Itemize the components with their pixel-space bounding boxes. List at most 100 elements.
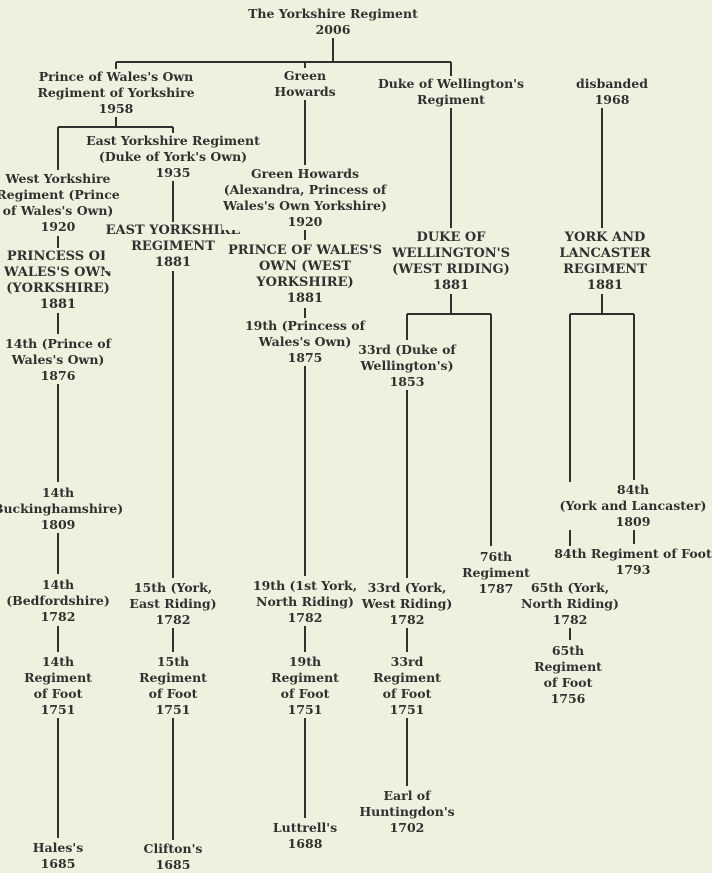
node-15th-regiment-of-foot: 15th Regiment of Foot 1751 — [138, 654, 208, 718]
node-line: 1756 — [550, 691, 586, 706]
node-line: 1875 — [287, 350, 323, 365]
node-disbanded: disbanded 1968 — [575, 76, 649, 108]
node-line: 1702 — [389, 820, 425, 835]
node-earl-of-huntingdons: Earl of Huntingdon's 1702 — [358, 788, 456, 836]
node-line: 14th — [41, 577, 75, 592]
node-line: 1935 — [155, 165, 191, 180]
node-65th-regiment-of-foot: 65th Regiment of Foot 1756 — [533, 643, 603, 707]
node-line: 19th (1st York, — [252, 578, 358, 593]
node-line: Howards — [274, 84, 336, 99]
node-line: 1881 — [586, 278, 624, 293]
node-line: YORK AND — [564, 230, 646, 245]
node-line: 1881 — [39, 297, 77, 312]
node-line: REGIMENT — [563, 262, 647, 277]
node-yorkshire-regiment: The Yorkshire Regiment 2006 — [247, 6, 419, 38]
node-line: Wellington's) — [360, 358, 454, 373]
node-line: 1782 — [287, 610, 323, 625]
node-line: 1793 — [615, 562, 651, 577]
node-line: 14th (Prince of — [5, 336, 111, 351]
node-line: 1751 — [155, 702, 191, 717]
node-line: The Yorkshire Regiment — [248, 6, 418, 21]
node-76th-regiment: 76th Regiment 1787 — [461, 549, 531, 597]
node-line: 1920 — [40, 219, 76, 234]
node-line: North Riding) — [256, 594, 354, 609]
node-19th-regiment-of-foot: 19th Regiment of Foot 1751 — [270, 654, 340, 718]
node-line: Green Howards — [251, 166, 359, 181]
node-line: 19th — [288, 654, 322, 669]
node-65th-york-north-riding: 65th (York, North Riding) 1782 — [520, 580, 620, 628]
node-line: 33rd — [390, 654, 424, 669]
node-14th-bedfordshire: 14th (Bedfordshire) 1782 — [5, 577, 111, 625]
node-line: Green — [283, 68, 327, 83]
node-line: Wales's Own) — [258, 334, 352, 349]
node-line: 33rd (Duke of — [358, 342, 456, 357]
node-line: WALES'S OWN — [4, 265, 112, 280]
node-line: 76th — [479, 549, 513, 564]
node-line: disbanded — [576, 76, 648, 91]
node-line: YORKSHIRE) — [256, 275, 354, 290]
node-line: 2006 — [315, 22, 351, 37]
node-line: 1751 — [389, 702, 425, 717]
node-line: REGIMENT — [131, 239, 215, 254]
node-line: (York and Lancaster) — [559, 498, 707, 513]
node-line: of Foot — [33, 686, 83, 701]
node-line: 19th (Princess of — [244, 318, 366, 333]
node-14th-prince-of-wales-own: 14th (Prince of Wales's Own) 1876 — [4, 336, 112, 384]
node-line: 15th (York, — [133, 580, 213, 595]
node-line: 65th — [551, 643, 585, 658]
node-duke-of-wellingtons-west-riding: DUKE OF WELLINGTON'S (WEST RIDING) 1881 — [390, 230, 512, 294]
node-line: Huntingdon's — [359, 804, 455, 819]
node-line: 15th — [156, 654, 190, 669]
node-line: 1782 — [389, 612, 425, 627]
node-line: East Riding) — [129, 596, 217, 611]
node-green-howards: Green Howards — [273, 68, 337, 100]
node-line: 1809 — [40, 517, 76, 532]
node-duke-of-wellingtons-regiment: Duke of Wellington's Regiment — [376, 76, 526, 108]
node-line: Clifton's — [143, 841, 203, 856]
node-princess-of-wales-own-yorkshire: PRINCESS OF WALES'S OWN (YORKSHIRE) 1881 — [3, 249, 113, 313]
node-line: (Bedfordshire) — [6, 593, 110, 608]
node-line: Regiment — [271, 670, 339, 685]
node-line: Buckinghamshire) — [0, 501, 124, 516]
node-line: Prince of Wales's Own — [38, 69, 194, 84]
node-19th-princess-of-wales-own: 19th (Princess of Wales's Own) 1875 — [243, 318, 367, 366]
node-hales: Hales's 1685 — [31, 840, 85, 872]
node-line: Duke of Wellington's — [377, 76, 525, 91]
node-line: Luttrell's — [272, 820, 338, 835]
node-line: Regiment — [24, 670, 92, 685]
node-33rd-duke-of-wellingtons: 33rd (Duke of Wellington's) 1853 — [357, 342, 457, 390]
node-line: EAST YORKSHIRE — [105, 223, 241, 238]
node-luttrells: Luttrell's 1688 — [271, 820, 339, 852]
node-line: (WEST RIDING) — [392, 262, 510, 277]
node-line: Regiment of Yorkshire — [37, 85, 195, 100]
node-line: West Riding) — [361, 596, 453, 611]
node-line: 1881 — [154, 255, 192, 270]
node-33rd-york-west-riding: 33rd (York, West Riding) 1782 — [360, 580, 454, 628]
node-line: North Riding) — [521, 596, 619, 611]
node-line: 1688 — [287, 836, 323, 851]
node-19th-1st-york-north-riding: 19th (1st York, North Riding) 1782 — [251, 578, 359, 626]
node-line: Regiment (Prince — [0, 187, 120, 202]
node-33rd-regiment-of-foot: 33rd Regiment of Foot 1751 — [372, 654, 442, 718]
node-york-and-lancaster-regiment: YORK AND LANCASTER REGIMENT 1881 — [558, 230, 652, 294]
node-line: PRINCE OF WALES'S — [227, 243, 383, 258]
node-line: PRINCESS OF — [6, 249, 110, 264]
node-14th-buckinghamshire: 14th Buckinghamshire) 1809 — [0, 485, 125, 533]
node-prince-of-wales-own-regiment-of-yorkshire: Prince of Wales's Own Regiment of Yorksh… — [36, 69, 196, 117]
node-14th-regiment-of-foot: 14th Regiment of Foot 1751 — [23, 654, 93, 718]
node-line: of Foot — [280, 686, 330, 701]
node-line: 65th (York, — [530, 580, 610, 595]
node-line: Regiment — [139, 670, 207, 685]
node-line: (Duke of York's Own) — [98, 149, 248, 164]
node-line: 1881 — [432, 278, 470, 293]
node-line: Earl of — [383, 788, 431, 803]
node-line: 1787 — [478, 581, 514, 596]
node-15th-york-east-riding: 15th (York, East Riding) 1782 — [128, 580, 218, 628]
node-line: 1782 — [155, 612, 191, 627]
node-line: 14th — [41, 654, 75, 669]
node-line: 1809 — [615, 514, 651, 529]
node-line: (YORKSHIRE) — [6, 281, 110, 296]
node-line: Regiment — [534, 659, 602, 674]
node-line: 1958 — [98, 101, 134, 116]
